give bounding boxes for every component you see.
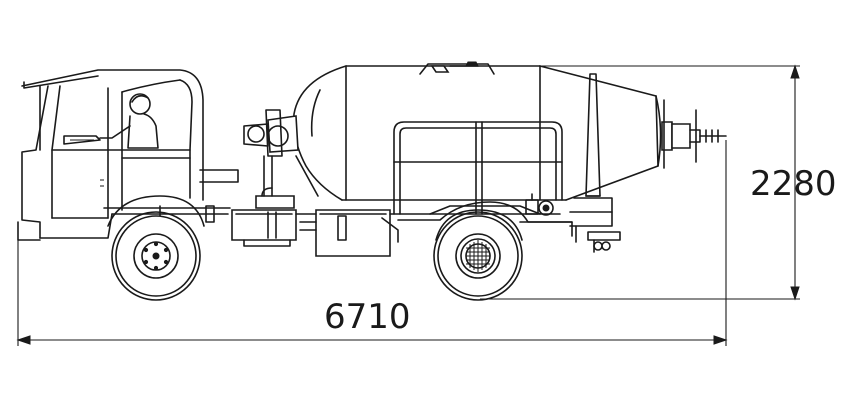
length-dimension-label: 6710: [324, 297, 411, 337]
height-dimension: [480, 64, 800, 301]
discharge-assembly: [525, 73, 727, 216]
mixer-drum: [243, 61, 662, 201]
chassis-frame: [103, 169, 621, 257]
front-wheel: [111, 211, 201, 301]
rear-wheel: [433, 211, 523, 301]
length-dimension: [16, 140, 728, 346]
driver-figure: [63, 93, 159, 149]
guard-rail: [393, 121, 563, 215]
height-dimension-label: 2280: [750, 164, 837, 204]
